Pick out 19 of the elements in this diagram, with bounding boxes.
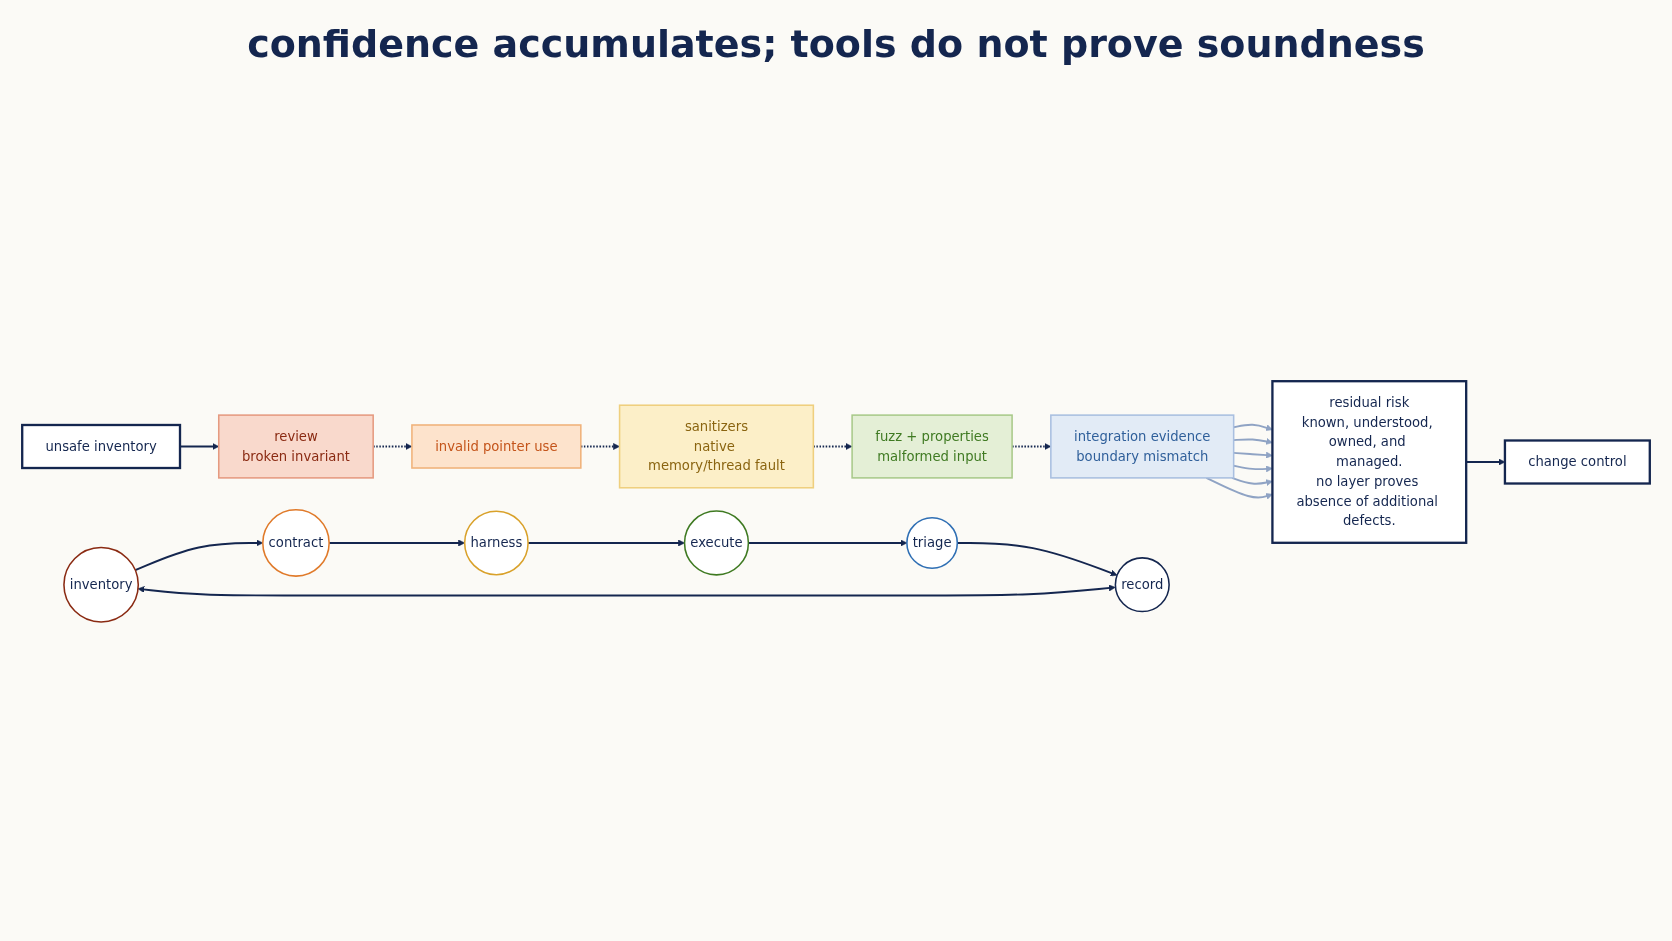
- diagram-title: confidence accumulates; tools do not prove soundness: [246, 21, 1426, 68]
- node-circle: [262, 508, 330, 577]
- node-box: [851, 414, 1013, 479]
- node-circle: [1114, 557, 1170, 613]
- node-box: [1271, 379, 1468, 544]
- node-box: [21, 423, 182, 470]
- node-box: [618, 404, 815, 489]
- node-circle: [906, 516, 959, 569]
- node-box: [217, 414, 374, 479]
- flowchart: unsafe inventory review broken invariant invalid pointer use sanitizers native memory/thread fault fuzz + properties malformed input integration evidence boundary mismatch residual risk known, understood, owned, and managed. no layer proves absence of additional defects. change control inventory contract harness execute triage record: [16, 374, 1656, 629]
- arrow: [1205, 476, 1273, 500]
- node-box: [1503, 439, 1651, 485]
- arrow: [1231, 476, 1273, 486]
- node-circle: [63, 546, 140, 623]
- node-box: [411, 424, 582, 469]
- node-circle: [683, 510, 750, 576]
- node-circle: [463, 510, 529, 576]
- node-box: [1050, 414, 1235, 479]
- arrow: [137, 584, 1116, 597]
